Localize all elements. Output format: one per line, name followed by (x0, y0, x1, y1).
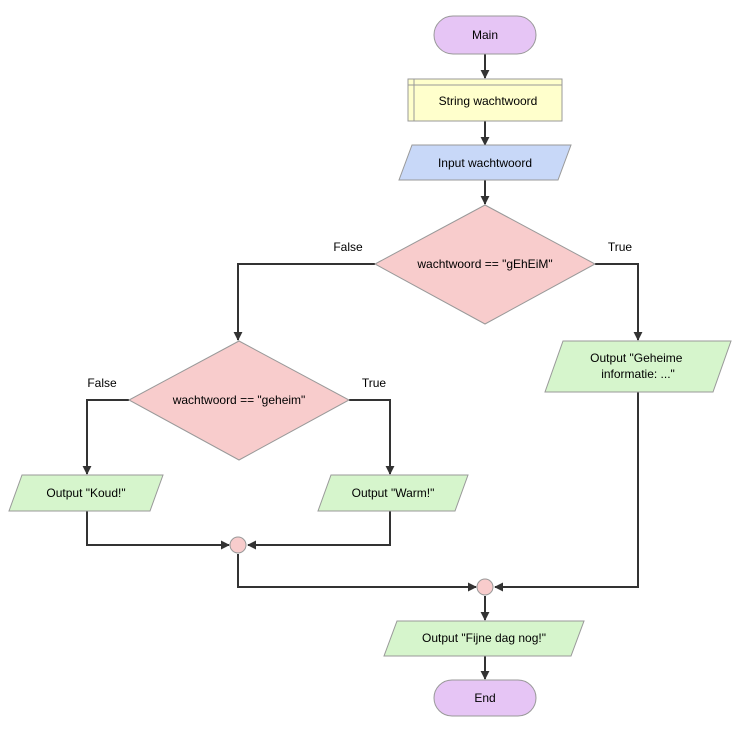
output-bye-label: Output "Fijne dag nog!" (422, 631, 546, 645)
output-secret-label: Output "Geheime informatie: ..." (590, 351, 686, 381)
edges (82, 54, 643, 680)
output-cold-box: Output "Koud!" (8, 474, 164, 512)
output-warm-label: Output "Warm!" (352, 486, 435, 500)
edge-secret-to-merge2 (494, 392, 639, 592)
output-warm-box: Output "Warm!" (317, 474, 469, 512)
merge-connector-outer (476, 578, 494, 596)
merge-connector-inner (229, 536, 247, 554)
edge-decision2-true (349, 399, 395, 475)
edge-cold-to-merge1 (86, 511, 230, 550)
input-label: Input wachtwoord (438, 156, 532, 170)
decision-gehEiM-false-label: False (333, 240, 363, 254)
output-bye-box: Output "Fijne dag nog!" (383, 620, 585, 657)
decision-gehEiM-label: wachtwoord == "gEhEiM" (416, 257, 552, 271)
input-box: Input wachtwoord (398, 144, 572, 181)
end-label: End (474, 691, 495, 705)
edge-warm-to-merge1 (247, 511, 391, 550)
output-cold-label: Output "Koud!" (46, 486, 125, 500)
decision-geheim-label: wachtwoord == "geheim" (172, 393, 306, 407)
edge-decision1-true (595, 263, 643, 341)
end-terminal: End (433, 679, 537, 717)
decision-geheim-true-label: True (362, 376, 387, 390)
edge-decision2-false (82, 399, 129, 475)
edge-decision1-false (233, 263, 375, 341)
edge-merge1-to-merge2 (237, 554, 477, 592)
start-label: Main (472, 28, 498, 42)
output-secret-box: Output "Geheime informatie: ..." (544, 340, 732, 393)
output-secret-line1: Output "Geheime (590, 351, 683, 365)
decision-geheim: wachtwoord == "geheim" False True (87, 340, 387, 461)
declare-label: String wachtwoord (439, 94, 538, 108)
declare-box: String wachtwoord (407, 78, 563, 122)
decision-geheim-false-label: False (87, 376, 117, 390)
start-terminal: Main (433, 15, 537, 55)
output-secret-line2: informatie: ..." (601, 367, 675, 381)
decision-gehEiM: wachtwoord == "gEhEiM" False True (333, 204, 633, 325)
decision-gehEiM-true-label: True (608, 240, 633, 254)
